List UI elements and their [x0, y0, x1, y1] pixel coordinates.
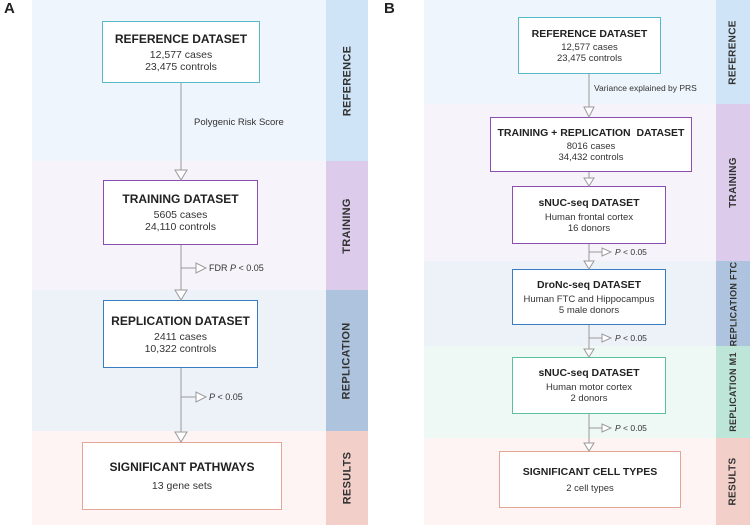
panel-a-arrow1-label: Polygenic Risk Score [194, 117, 284, 128]
box-line: Human FTC and Hippocampus [523, 293, 655, 305]
panel-b-reference-box: REFERENCE DATASET 12,577 cases 23,475 co… [518, 17, 661, 74]
panel-b-side-replication-m1: REPLICATION M1 [716, 346, 750, 438]
panel-a-side-training: TRAINING [326, 161, 368, 290]
arrow-head [174, 169, 188, 181]
arrow-head [583, 348, 595, 358]
box-line: 5 male donors [558, 304, 620, 316]
panel-a-side-replication: REPLICATION [326, 290, 368, 431]
box-line: 13 gene sets [151, 480, 213, 492]
box-line: 23,475 controls [557, 52, 622, 64]
side-arrow-head [601, 247, 613, 257]
panel-a-results-box: SIGNIFICANT PATHWAYS 13 gene sets [82, 442, 282, 510]
panel-b-arrow4-label: P < 0.05 [615, 423, 647, 433]
box-title: sNUC-seq DATASET [538, 196, 640, 209]
panel-b-arrow3-label: P < 0.05 [615, 333, 647, 343]
box-line: 8016 cases [566, 140, 616, 152]
arrow-head [583, 442, 595, 452]
box-line: Human frontal cortex [544, 211, 634, 223]
arrow-head [174, 431, 188, 443]
panel-a-arrow2-label: FDR P < 0.05 [209, 263, 264, 273]
box-line: 34,432 controls [558, 151, 624, 163]
box-title: REPLICATION DATASET [111, 313, 250, 328]
box-line: 5605 cases [153, 209, 208, 221]
box-line: 10,322 controls [144, 342, 217, 355]
panel-b-side-replication-ftc: REPLICATION FTC [716, 261, 750, 346]
panel-b-letter: B [384, 0, 395, 17]
panel-b-snuc-box: sNUC-seq DATASET Human frontal cortex 16… [512, 186, 666, 244]
box-line: 2411 cases [154, 330, 207, 343]
box-title: SIGNIFICANT CELL TYPES [522, 465, 658, 478]
panel-a-letter: A [4, 0, 15, 17]
panel-a-arrow3-label: P < 0.05 [209, 392, 243, 402]
box-title: DroNc-seq DATASET [536, 278, 642, 291]
panel-b-training-box: TRAINING + REPLICATION DATASET 8016 case… [490, 117, 692, 172]
box-line: 12,577 cases [561, 41, 618, 53]
box-line: 2 donors [570, 393, 608, 404]
panel-b-m1-box: sNUC-seq DATASET Human motor cortex 2 do… [512, 357, 666, 414]
box-title: sNUC-seq DATASET [538, 367, 640, 379]
box-line: 24,110 controls [144, 221, 217, 233]
box-line: 23,475 controls [145, 60, 217, 73]
box-title: TRAINING + REPLICATION DATASET [497, 126, 685, 139]
box-line: Human motor cortex [545, 382, 633, 393]
side-arrow-head [601, 333, 613, 343]
panel-b-arrow1-label: Variance explained by PRS [594, 83, 697, 93]
box-title: REFERENCE DATASET [114, 31, 248, 46]
box-line: 16 donors [567, 222, 611, 234]
panel-b-arrow2-label: P < 0.05 [615, 247, 647, 257]
box-title: SIGNIFICANT PATHWAYS [109, 460, 255, 474]
panel-a-training-box: TRAINING DATASET 5605 cases 24,110 contr… [103, 180, 258, 245]
side-arrow-head [601, 423, 613, 433]
box-line: 2 cell types [566, 482, 614, 494]
panel-a-side-results: RESULTS [326, 431, 368, 525]
panel-b-side-training: TRAINING [716, 104, 750, 261]
panel-b-results-box: SIGNIFICANT CELL TYPES 2 cell types [499, 451, 681, 508]
box-title: TRAINING DATASET [122, 192, 239, 206]
arrow-head [583, 177, 595, 187]
panel-a-reference-box: REFERENCE DATASET 12,577 cases 23,475 co… [102, 21, 260, 83]
side-arrow-head [195, 262, 208, 274]
box-title: REFERENCE DATASET [531, 27, 648, 40]
arrow-head [174, 289, 188, 301]
side-arrow-head [195, 391, 208, 403]
arrow-head [583, 260, 595, 270]
box-line: 12,577 cases [149, 48, 213, 61]
panel-a-side-reference: REFERENCE [326, 0, 368, 161]
arrow-head [583, 106, 595, 119]
panel-b-side-reference: REFERENCE [716, 0, 750, 104]
panel-a-replication-box: REPLICATION DATASET 2411 cases 10,322 co… [103, 300, 258, 368]
panel-b-side-results: RESULTS [716, 438, 750, 525]
